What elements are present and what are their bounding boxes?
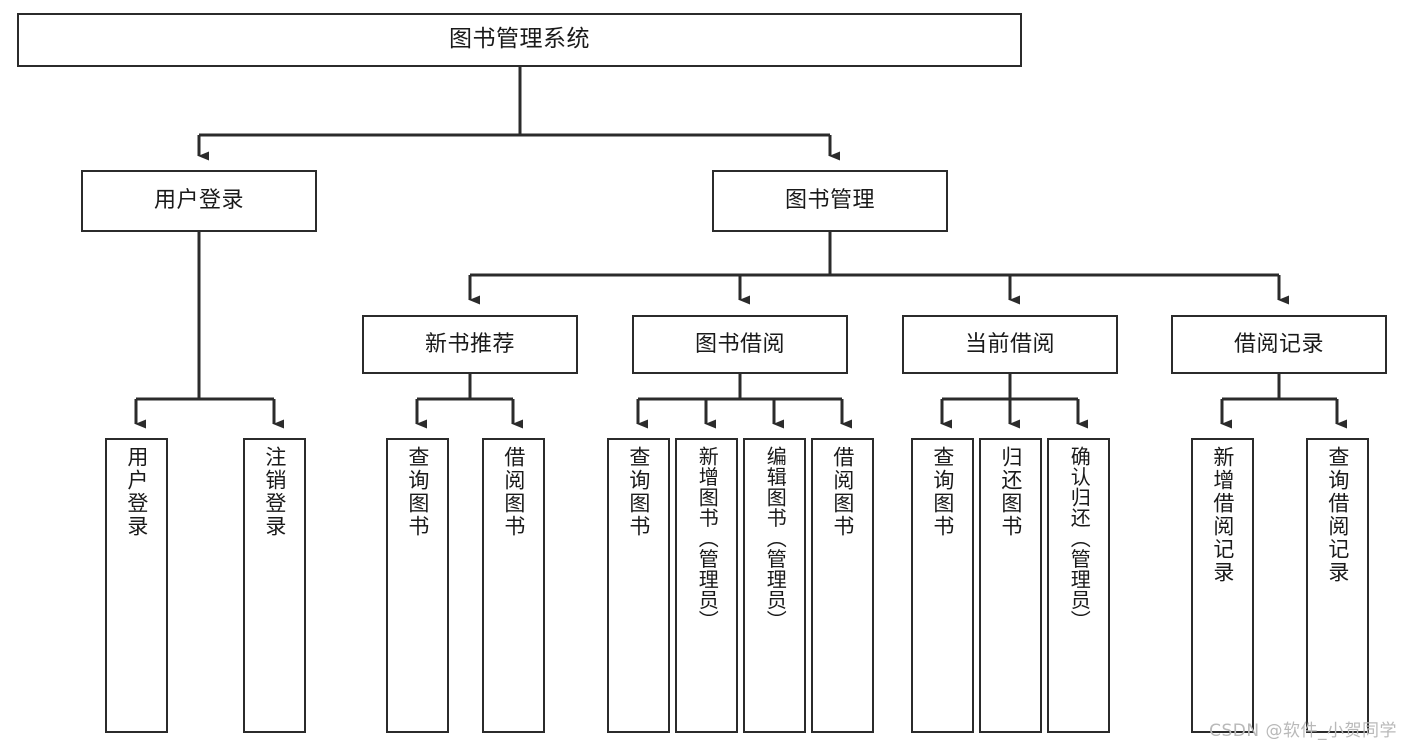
node-leaf-borrow-book-2[interactable]: 借阅图书 <box>811 438 874 733</box>
node-label: 用户登录 <box>153 188 244 214</box>
node-label: 确认归还（管理员） <box>1067 446 1092 631</box>
node-label: 借阅图书 <box>501 446 526 538</box>
node-leaf-confirm-return[interactable]: 确认归还（管理员） <box>1047 438 1110 733</box>
node-label: 图书借阅 <box>694 331 785 357</box>
node-label: 新增图书（管理员） <box>695 446 720 631</box>
node-leaf-user-login[interactable]: 用户登录 <box>105 438 168 733</box>
node-label: 查询借阅记录 <box>1325 446 1350 584</box>
node-leaf-add-book[interactable]: 新增图书（管理员） <box>675 438 738 733</box>
node-label: 编辑图书（管理员） <box>763 446 788 631</box>
node-leaf-logout[interactable]: 注销登录 <box>243 438 306 733</box>
node-label: 新增借阅记录 <box>1210 446 1235 584</box>
node-book-borrow[interactable]: 图书借阅 <box>632 315 848 374</box>
node-label: 图书管理系统 <box>449 26 590 53</box>
node-leaf-query-record[interactable]: 查询借阅记录 <box>1306 438 1369 733</box>
node-current-borrow[interactable]: 当前借阅 <box>902 315 1118 374</box>
node-label: 查询图书 <box>405 446 430 538</box>
watermark-text: CSDN @软件_小贺同学 <box>1209 721 1397 741</box>
node-leaf-query-book-1[interactable]: 查询图书 <box>386 438 449 733</box>
node-book-management[interactable]: 图书管理 <box>712 170 948 232</box>
node-label: 新书推荐 <box>424 331 515 357</box>
node-label: 查询图书 <box>626 446 651 538</box>
node-label: 注销登录 <box>262 446 287 538</box>
node-label: 用户登录 <box>124 446 149 538</box>
node-leaf-borrow-book-1[interactable]: 借阅图书 <box>482 438 545 733</box>
node-leaf-return-book[interactable]: 归还图书 <box>979 438 1042 733</box>
node-leaf-add-record[interactable]: 新增借阅记录 <box>1191 438 1254 733</box>
node-leaf-edit-book[interactable]: 编辑图书（管理员） <box>743 438 806 733</box>
node-label: 借阅记录 <box>1233 331 1324 357</box>
node-user-login[interactable]: 用户登录 <box>81 170 317 232</box>
node-borrow-record[interactable]: 借阅记录 <box>1171 315 1387 374</box>
node-new-book-recommend[interactable]: 新书推荐 <box>362 315 578 374</box>
node-label: 图书管理 <box>784 188 875 214</box>
node-leaf-query-book-2[interactable]: 查询图书 <box>607 438 670 733</box>
node-root-system[interactable]: 图书管理系统 <box>17 13 1022 67</box>
node-label: 当前借阅 <box>964 331 1055 357</box>
node-label: 借阅图书 <box>830 446 855 538</box>
node-label: 归还图书 <box>998 446 1023 538</box>
node-label: 查询图书 <box>930 446 955 538</box>
node-leaf-query-book-3[interactable]: 查询图书 <box>911 438 974 733</box>
